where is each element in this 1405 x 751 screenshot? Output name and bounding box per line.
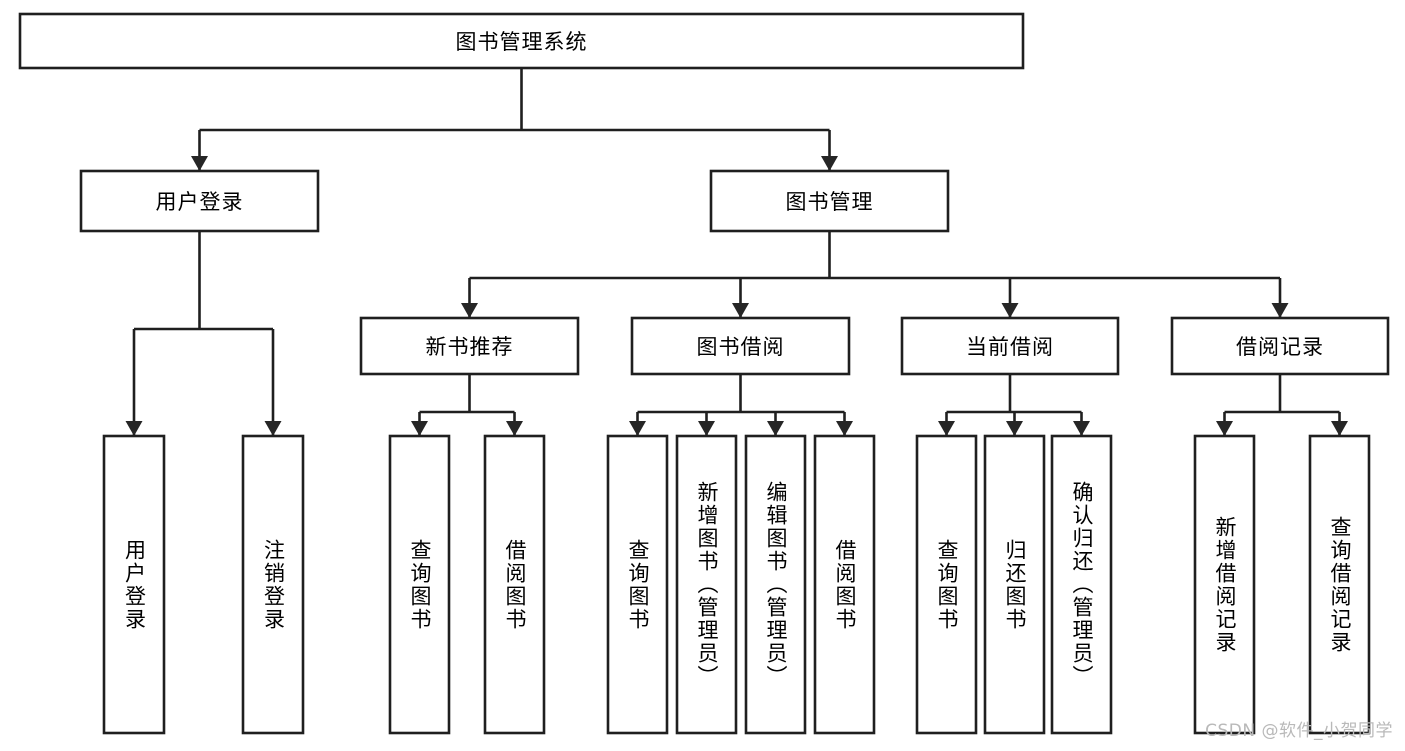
node-box-leaf-borrow-book-rec[interactable] (483, 434, 546, 735)
connector-arrow-head (125, 421, 143, 436)
connector-arrow-head (629, 421, 646, 436)
node-box-leaf-return-book[interactable] (983, 434, 1046, 735)
connector-arrow-head (836, 421, 853, 436)
node-box-leaf-user-login[interactable] (102, 434, 166, 735)
node-box-leaf-edit-book[interactable] (744, 434, 807, 735)
connector-arrow-head (732, 303, 749, 318)
node-box-leaf-confirm-return[interactable] (1050, 434, 1113, 735)
node-box-current-borrow[interactable] (900, 316, 1120, 376)
node-box-book-manage[interactable] (709, 169, 950, 233)
node-box-leaf-query-book-borrow[interactable] (606, 434, 669, 735)
node-box-leaf-query-book-rec[interactable] (388, 434, 451, 735)
node-box-leaf-add-book[interactable] (675, 434, 738, 735)
node-box-leaf-borrow-book[interactable] (813, 434, 876, 735)
node-box-leaf-logout[interactable] (241, 434, 305, 735)
connector-arrow-head (191, 156, 208, 171)
connector-arrow-head (938, 421, 955, 436)
connector-arrow-head (767, 421, 784, 436)
connector-arrow-head (698, 421, 715, 436)
connector-arrow-head (1271, 303, 1289, 318)
node-box-root[interactable] (18, 12, 1025, 70)
connector-arrow-head (506, 421, 523, 436)
node-box-leaf-query-book-current[interactable] (915, 434, 978, 735)
node-box-user-login[interactable] (79, 169, 320, 233)
node-box-leaf-add-record[interactable] (1193, 434, 1256, 735)
connector-arrow-head (1006, 421, 1023, 436)
node-box-new-book-rec[interactable] (359, 316, 580, 376)
node-box-book-borrow[interactable] (630, 316, 851, 376)
connector-arrow-head (1073, 421, 1090, 436)
connector-arrow-head (1216, 421, 1233, 436)
connector-arrow-head (1331, 421, 1348, 436)
watermark-text: CSDN @软件_小贺同学 (1205, 721, 1393, 741)
connector-arrow-head (821, 156, 838, 171)
connector-arrow-head (411, 421, 428, 436)
connector-arrow-head (1001, 303, 1019, 318)
connector-arrow-head (461, 303, 478, 318)
node-box-borrow-record[interactable] (1170, 316, 1390, 376)
node-box-leaf-query-record[interactable] (1308, 434, 1371, 735)
connector-arrow-head (264, 421, 282, 436)
